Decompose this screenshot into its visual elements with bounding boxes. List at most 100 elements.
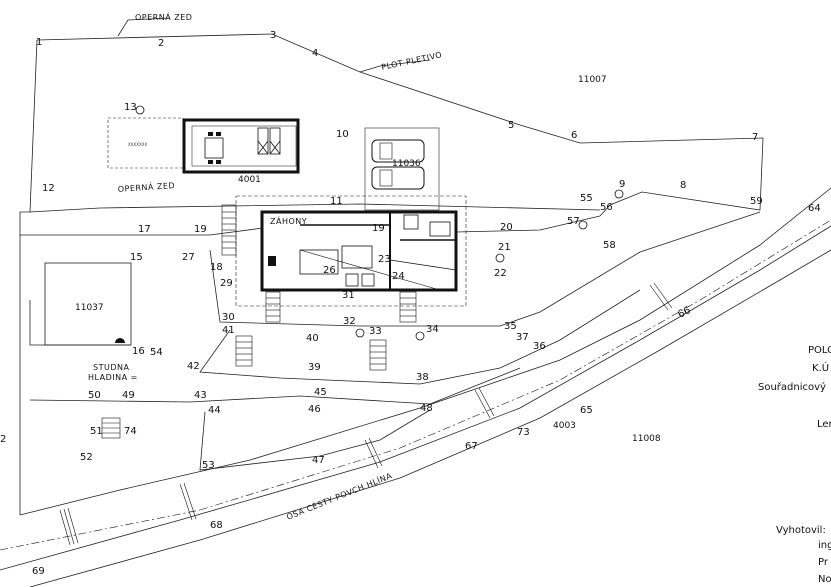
driveway-line bbox=[20, 227, 264, 236]
side-souradnicovy: Souřadnicový bbox=[758, 381, 826, 393]
well-symbol bbox=[115, 338, 125, 343]
points-p1: 1 bbox=[36, 37, 42, 48]
points-p2: 2 bbox=[158, 38, 164, 49]
points-p52: 52 bbox=[80, 452, 93, 463]
points-p64: 64 bbox=[808, 203, 821, 214]
points-p13: 13 bbox=[124, 102, 137, 113]
points-p40: 40 bbox=[306, 333, 319, 344]
property-boundary bbox=[19, 33, 831, 516]
points-p10: 10 bbox=[336, 129, 349, 140]
points-p37: 37 bbox=[516, 332, 529, 343]
points-p31: 31 bbox=[342, 290, 355, 301]
points-p23: 23 bbox=[378, 254, 391, 265]
label-operna-zed-top: OPERNÁ ZED bbox=[135, 11, 192, 22]
label-studna: STUDNA bbox=[93, 363, 129, 372]
points-p51: 51 bbox=[90, 426, 103, 437]
label-osa-cesty: OSA CESTY POVCH HLÍNA bbox=[285, 469, 394, 522]
points-p16: 16 bbox=[132, 346, 145, 357]
points-p67: 67 bbox=[465, 441, 478, 452]
points-p42: 42 bbox=[187, 361, 200, 372]
side-ing: ing bbox=[818, 540, 831, 551]
points-p5: 5 bbox=[508, 120, 514, 131]
side-ler: Ler bbox=[817, 419, 831, 430]
points-p22: 22 bbox=[494, 268, 507, 279]
points-p8: 8 bbox=[680, 180, 686, 191]
parcel-11037-box bbox=[44, 262, 132, 346]
parcel-11008: 11008 bbox=[632, 434, 661, 444]
points-p47: 47 bbox=[312, 455, 325, 466]
points-p54: 54 bbox=[150, 347, 163, 358]
parcel-numbers: 11007 11036 11037 11008 4003 4001 bbox=[75, 75, 661, 444]
points-p44: 44 bbox=[208, 405, 221, 416]
survey-point-numbers: 1 2 3 4 5 6 7 8 9 10 11 12 13 15 16 17 1… bbox=[32, 30, 821, 577]
points-p49: 49 bbox=[122, 390, 135, 401]
points-p48: 48 bbox=[420, 403, 433, 414]
road-stripes bbox=[59, 282, 673, 546]
point-33-symbol bbox=[355, 328, 365, 338]
point-9-symbol bbox=[614, 189, 624, 199]
points-p38: 38 bbox=[416, 372, 429, 383]
points-p21: 21 bbox=[498, 242, 511, 253]
parcel-11036: 11036 bbox=[392, 159, 421, 169]
points-p7: 7 bbox=[752, 132, 758, 143]
points-p30: 30 bbox=[222, 312, 235, 323]
label-plot-pletivo: PLOT PLETIVO bbox=[381, 50, 443, 72]
points-p3: 3 bbox=[270, 30, 276, 41]
side-left_edge: 2 bbox=[0, 434, 6, 445]
points-p9: 9 bbox=[619, 179, 625, 190]
points-p39: 39 bbox=[308, 362, 321, 373]
points-p46: 46 bbox=[308, 404, 321, 415]
label-hladina: HLADINA = bbox=[88, 373, 138, 382]
parcel-11007: 11007 bbox=[578, 75, 607, 85]
points-p59: 59 bbox=[750, 196, 763, 207]
points-p20: 20 bbox=[500, 222, 513, 233]
points-p74: 74 bbox=[124, 426, 137, 437]
point-34-symbol bbox=[415, 331, 425, 341]
points-p11: 11 bbox=[330, 196, 343, 207]
mid-wall bbox=[29, 203, 601, 213]
side-k: K.Ú bbox=[812, 361, 829, 374]
parcel-4001: 4001 bbox=[238, 175, 261, 185]
points-p69: 69 bbox=[32, 566, 45, 577]
points-p27: 27 bbox=[182, 252, 195, 263]
points-p58: 58 bbox=[603, 240, 616, 251]
points-p17: 17 bbox=[138, 224, 151, 235]
points-p33: 33 bbox=[369, 326, 382, 337]
label-zahony: ZÁHONY bbox=[270, 215, 307, 226]
points-p18: 18 bbox=[210, 262, 223, 273]
svg-text:ΧΧΧΧΧΧΧ: ΧΧΧΧΧΧΧ bbox=[128, 142, 147, 147]
label-operna-zed-mid: OPERNÁ ZED bbox=[117, 179, 175, 194]
road bbox=[0, 219, 831, 587]
parcel-11037: 11037 bbox=[75, 303, 104, 313]
stairs bbox=[101, 204, 417, 439]
parcel-4003: 4003 bbox=[553, 421, 576, 431]
points-p65: 65 bbox=[580, 405, 593, 416]
garden-house bbox=[182, 118, 300, 174]
side-polo: POLO bbox=[808, 345, 831, 356]
side-pr: Pr bbox=[818, 557, 829, 568]
points-p29: 29 bbox=[220, 278, 233, 289]
points-p55: 55 bbox=[580, 193, 593, 204]
points-p45: 45 bbox=[314, 387, 327, 398]
points-p15: 15 bbox=[130, 252, 143, 263]
points-p24: 24 bbox=[392, 271, 405, 282]
points-p19a: 19 bbox=[194, 224, 207, 235]
points-p57: 57 bbox=[567, 216, 580, 227]
points-p68: 68 bbox=[210, 520, 223, 531]
points-p53: 53 bbox=[202, 460, 215, 471]
points-p50: 50 bbox=[88, 390, 101, 401]
points-p34: 34 bbox=[426, 324, 439, 335]
points-p36: 36 bbox=[533, 341, 546, 352]
point-13-symbol bbox=[135, 105, 145, 115]
terraces bbox=[29, 211, 761, 471]
points-p19b: 19 bbox=[372, 223, 385, 234]
parking-area bbox=[364, 127, 440, 211]
points-p12: 12 bbox=[42, 183, 55, 194]
points-p66: 66 bbox=[676, 305, 692, 321]
fence-line bbox=[359, 59, 431, 73]
points-p73: 73 bbox=[517, 427, 530, 438]
title-block-fragment: POLO K.Ú Souřadnicový Ler Vyhotovil: ing… bbox=[0, 345, 831, 585]
points-p35: 35 bbox=[504, 321, 517, 332]
points-p41: 41 bbox=[222, 325, 235, 336]
